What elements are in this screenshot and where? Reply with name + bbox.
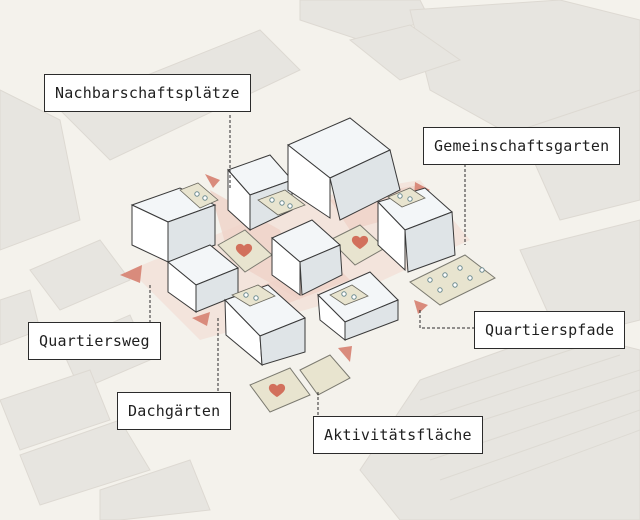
arrow-left — [120, 265, 142, 283]
label-nachbarschaftsplaetze: Nachbarschaftsplätze — [44, 74, 251, 112]
community-garden-tile — [409, 254, 496, 306]
leader-quartierspfade — [419, 310, 475, 329]
context-building — [409, 0, 640, 141]
heart-icons — [235, 235, 369, 397]
label-quartierspfade: Quartierspfade — [474, 311, 626, 349]
label-quartiersweg: Quartiersweg — [28, 322, 161, 360]
context-building — [0, 89, 81, 251]
context-building — [519, 219, 640, 341]
heart-icon — [235, 243, 253, 257]
arrow-down-left — [192, 312, 210, 326]
label-dachgaerten: Dachgärten — [117, 392, 232, 430]
leader-lines — [149, 115, 475, 416]
rooftop-garden — [387, 187, 426, 208]
context-building — [0, 369, 111, 451]
arrow-down — [338, 346, 352, 362]
label-aktivitaetsflaeche: Aktivitätsfläche — [313, 416, 483, 454]
label-gemeinschaftsgarten: Gemeinschaftsgarten — [423, 127, 621, 165]
context-building — [19, 419, 151, 506]
rooftop-garden — [329, 284, 369, 306]
context-building — [99, 459, 211, 520]
rooftop-garden — [231, 284, 276, 307]
arrow-down-right — [414, 300, 428, 314]
plaza-tile — [299, 354, 351, 396]
building — [287, 117, 401, 221]
context-building — [348, 24, 462, 81]
heart-icon — [268, 383, 286, 397]
building — [167, 244, 239, 313]
heart-icon — [351, 235, 369, 249]
buildings — [130, 117, 456, 367]
building — [271, 219, 343, 296]
tree-icons — [194, 191, 485, 301]
context-building — [29, 239, 131, 311]
arrow-up — [205, 174, 220, 188]
